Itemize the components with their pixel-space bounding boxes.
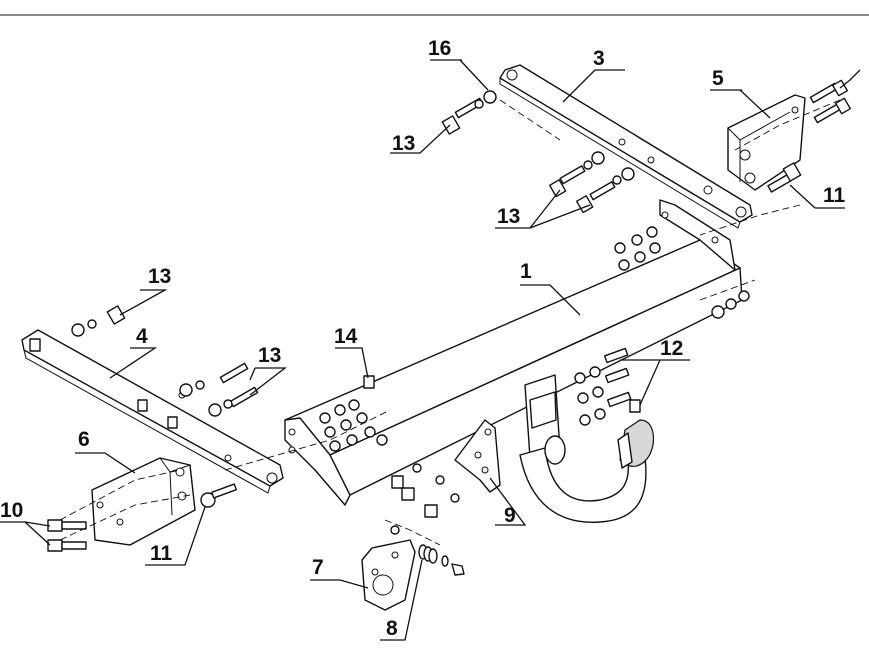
callout-13-top: 13: [392, 132, 415, 155]
ball-neck-assembly: [519, 374, 655, 523]
fastener-group-right: [767, 79, 852, 193]
fastener-group-bottom: [47, 463, 460, 552]
fastener-group-socket: [574, 347, 641, 426]
callout-4: 4: [136, 325, 148, 348]
callout-13-left: 13: [148, 265, 171, 288]
fastener-group-top: [441, 90, 635, 214]
assembly-center-lines: [59, 99, 841, 546]
callout-1: 1: [520, 260, 532, 283]
fastener-group-beam-right: [614, 226, 750, 319]
right-side-bracket: [499, 64, 753, 229]
leader-lines: [0, 59, 861, 641]
callout-6: 6: [78, 428, 90, 451]
callout-13-lower: 13: [258, 344, 281, 367]
callout-9: 9: [504, 504, 516, 527]
socket-plate: [361, 539, 416, 611]
callout-16: 16: [428, 37, 451, 60]
left-mounting-plate: [91, 457, 196, 546]
socket-holder-plate: [454, 419, 501, 493]
callout-3: 3: [593, 47, 605, 70]
callout-12: 12: [660, 337, 683, 360]
callout-10: 10: [0, 499, 23, 522]
callout-11-left: 11: [150, 542, 173, 565]
callout-13-mid: 13: [497, 205, 520, 228]
right-mounting-plate: [727, 94, 806, 191]
callout-labels: 16 3 5 13 11 13 1 13 4 14 13 12 6 10 9 1…: [0, 37, 846, 640]
spring-washer-stack: [418, 544, 465, 576]
callout-5: 5: [712, 67, 724, 90]
callout-7: 7: [312, 556, 324, 579]
fastener-group-left: [71, 305, 388, 452]
callout-14: 14: [334, 325, 358, 348]
left-side-bracket: [21, 329, 284, 494]
callout-8: 8: [386, 617, 398, 640]
callout-11-right: 11: [823, 184, 846, 207]
